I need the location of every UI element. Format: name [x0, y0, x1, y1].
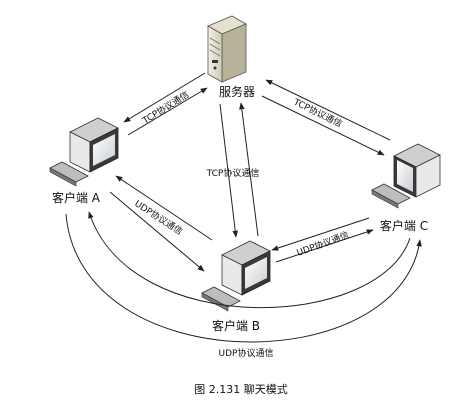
arrow-server-to-c: [261, 95, 385, 156]
arrow-server-to-b: [219, 103, 239, 238]
arrow-b-to-c: [275, 229, 374, 263]
client-a-label: 客户端 A: [52, 190, 101, 205]
arrow-a-to-server: [127, 87, 208, 136]
server-label: 服务器: [219, 84, 255, 99]
client-b-computer-icon: [201, 240, 271, 312]
edge-label-a-c: UDP协议通信: [219, 347, 274, 359]
server-icon: [207, 15, 247, 83]
edge-label-server-b: TCP协议通信: [206, 167, 260, 179]
client-a-computer-icon: [49, 117, 119, 187]
arrow-c-to-server: [265, 79, 391, 141]
figure-caption: 图 2.131 聊天模式: [194, 382, 287, 396]
client-c-computer-icon: [371, 143, 441, 209]
arrow-b-to-a: [115, 175, 213, 241]
arrow-c-to-a-arc: [88, 211, 411, 308]
edge-label-server-c: TCP协议通信: [291, 95, 345, 129]
arrow-server-to-a: [123, 72, 206, 123]
arrow-c-to-b: [271, 217, 370, 251]
arrow-a-to-b: [109, 191, 205, 272]
arrow-a-to-c-arc: [65, 213, 422, 343]
connections: [65, 72, 422, 343]
client-b-label: 客户端 B: [212, 318, 260, 333]
client-c-label: 客户端 C: [380, 218, 428, 233]
arrow-b-to-server: [239, 102, 259, 237]
